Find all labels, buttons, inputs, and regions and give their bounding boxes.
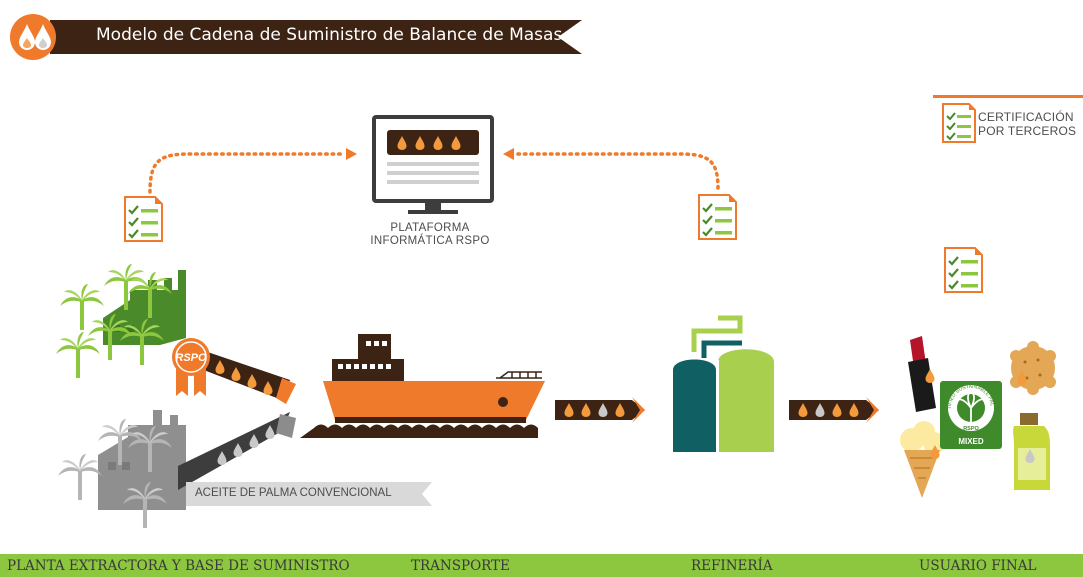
detergent-bottle-icon bbox=[1013, 413, 1050, 490]
dotted-arrow-left bbox=[148, 152, 347, 194]
monitor-icon bbox=[372, 115, 494, 214]
rspo-logo-mixed: MIXED bbox=[958, 437, 984, 446]
ship-icon bbox=[300, 334, 545, 438]
legend-label-line1: CERTIFICACIÓN bbox=[978, 110, 1074, 124]
certificate-mill-icon bbox=[123, 195, 164, 243]
refinery-icon bbox=[673, 315, 774, 452]
stage-end-user: USUARIO FINAL bbox=[919, 558, 1037, 574]
conventional-label-ribbon bbox=[186, 482, 432, 506]
ice-cream-icon bbox=[900, 421, 945, 498]
rspo-badge-label: RSPO bbox=[175, 352, 207, 364]
platform-label: PLATAFORMA INFORMÁTICA RSPO bbox=[340, 222, 520, 248]
legend-label-line2: POR TERCEROS bbox=[978, 124, 1077, 138]
stage-refinery: REFINERÍA bbox=[691, 558, 773, 574]
legend-divider bbox=[933, 95, 1083, 98]
stage-mill: PLANTA EXTRACTORA Y BASE DE SUMINISTRO bbox=[7, 558, 350, 574]
stage-bar bbox=[0, 554, 1083, 577]
certified-conveyor-icon bbox=[188, 346, 296, 404]
certificate-end-user-icon bbox=[943, 246, 984, 294]
title-banner bbox=[10, 14, 582, 60]
conventional-mill-icon bbox=[58, 410, 186, 528]
platform-label-line2: INFORMÁTICA RSPO bbox=[370, 235, 490, 247]
stage-transport: TRANSPORTE bbox=[411, 558, 510, 574]
cookie-icon bbox=[1010, 341, 1056, 395]
certified-mill-icon bbox=[56, 264, 186, 378]
conventional-conveyor-icon bbox=[178, 412, 296, 490]
oil-arrow-transport bbox=[555, 397, 645, 423]
dotted-arrow-right bbox=[514, 152, 720, 190]
rspo-badge-icon bbox=[172, 338, 210, 396]
conventional-oil-label: ACEITE DE PALMA CONVENCIONAL bbox=[195, 487, 392, 499]
rspo-mixed-label-icon bbox=[940, 381, 1002, 449]
rspo-logo-brand: RSPO bbox=[963, 426, 979, 432]
oil-arrow-refinery bbox=[789, 397, 879, 423]
certificate-refinery-icon bbox=[697, 193, 738, 241]
platform-label-line1: PLATAFORMA bbox=[390, 222, 470, 234]
legend-label: CERTIFICACIÓN POR TERCEROS bbox=[978, 110, 1076, 138]
page-title: Modelo de Cadena de Suministro de Balanc… bbox=[96, 25, 563, 45]
